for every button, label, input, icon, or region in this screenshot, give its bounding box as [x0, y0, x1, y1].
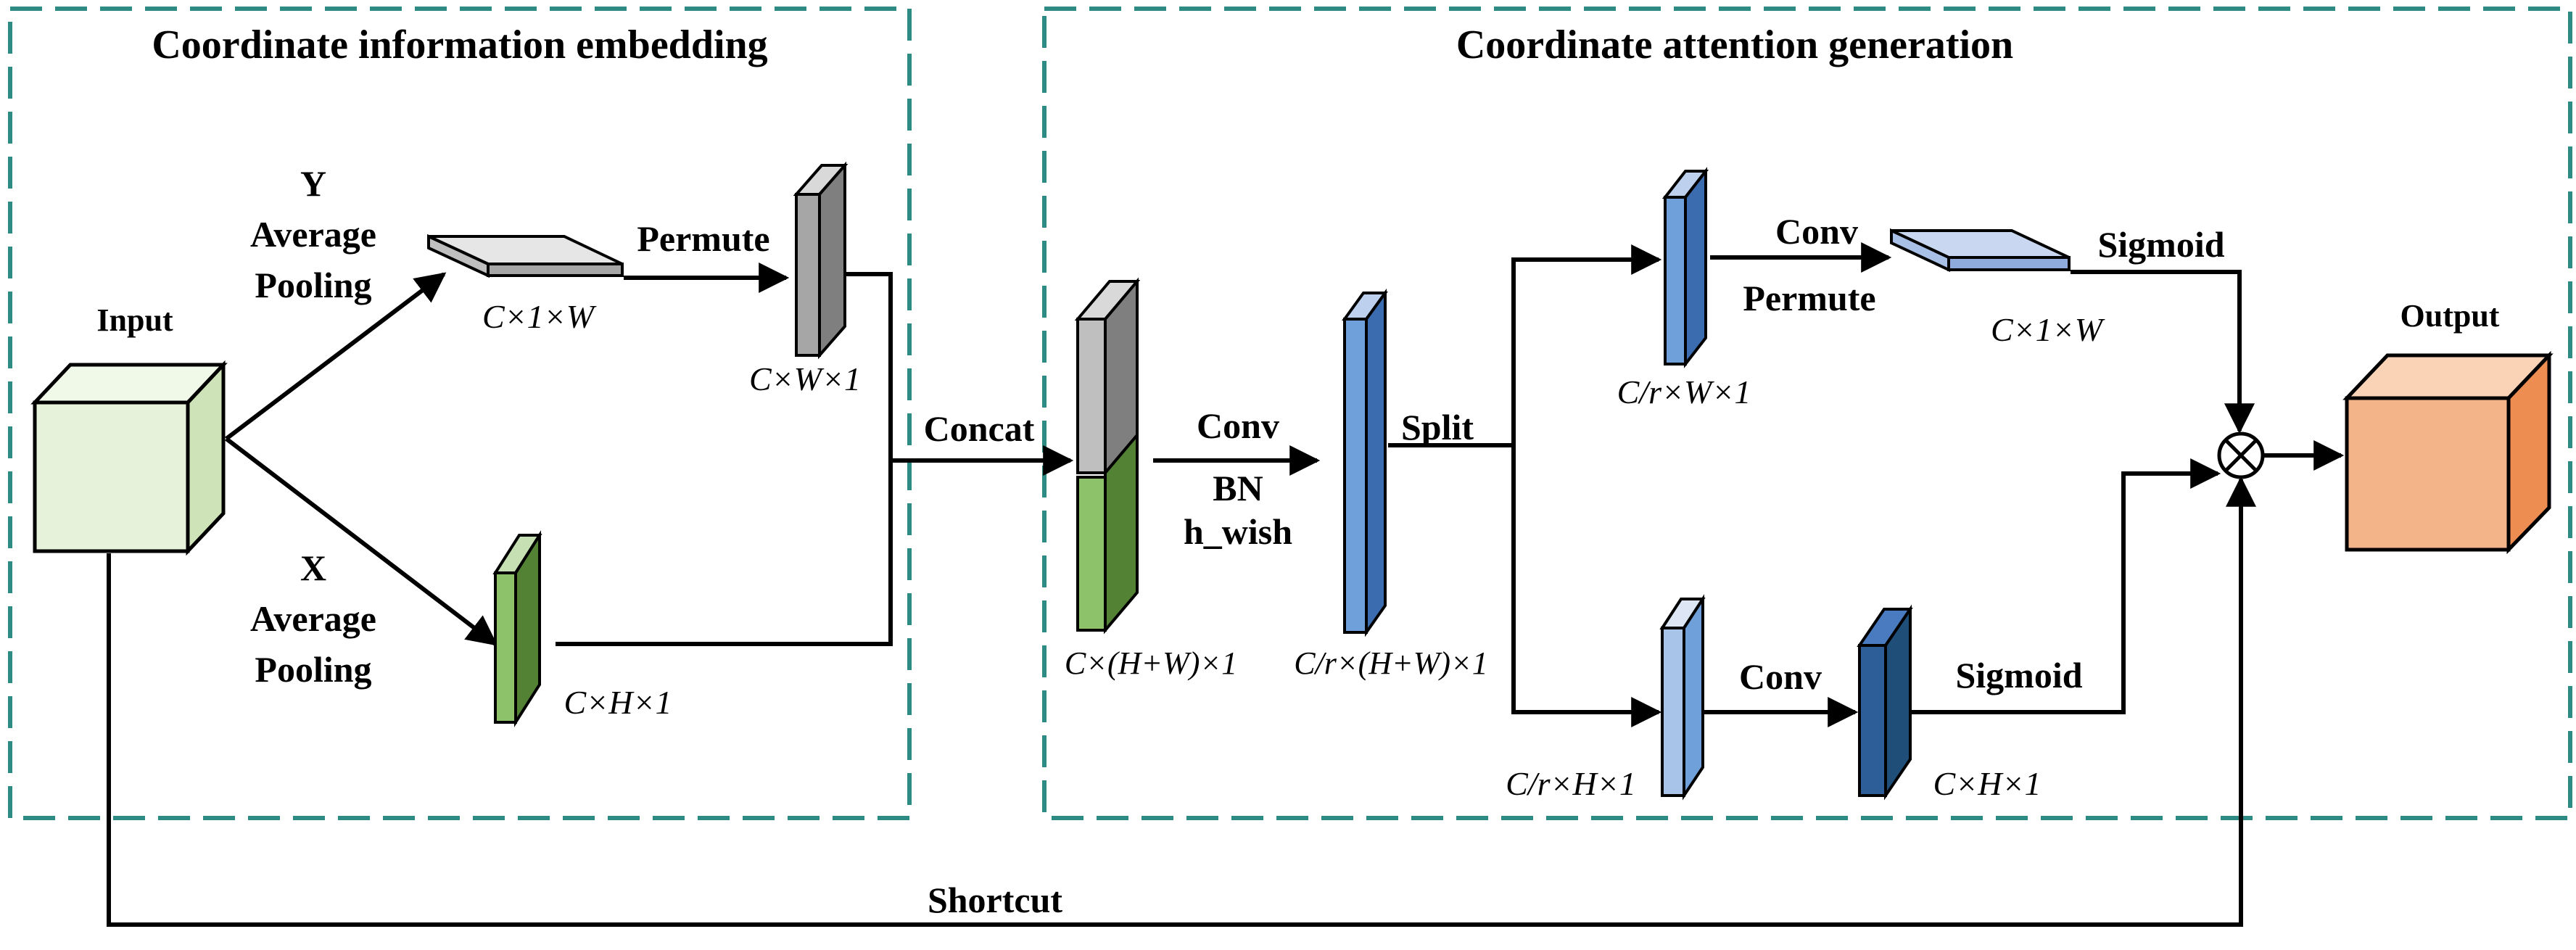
dim-cr-h-1: C/r×H×1: [1506, 765, 1636, 802]
output-cube: [2342, 350, 2554, 555]
x-pooling-label-2: Average: [250, 598, 376, 639]
bottom-attention-bar: [1857, 604, 1913, 801]
x-pooling-label-3: Pooling: [255, 649, 371, 690]
arrow-sigmoid-top: [2071, 270, 2255, 434]
arrow-to-x-pool: [225, 437, 498, 646]
line-top-to-concat: [845, 272, 893, 460]
dim-c-h-1-right: C×H×1: [1933, 765, 2042, 802]
y-pool-feature-slab: [427, 234, 624, 278]
y-pooling-label-3: Pooling: [255, 265, 371, 305]
dim-cr-w-1: C/r×W×1: [1617, 373, 1751, 410]
dim-cr-hw-1: C/r×(H+W)×1: [1294, 645, 1488, 681]
y-pooling-label-2: Average: [250, 214, 376, 255]
output-label: Output: [2400, 298, 2500, 334]
x-pool-green-bar: [492, 530, 542, 727]
sigmoid-bottom-label: Sigmoid: [1955, 655, 2082, 695]
sigmoid-top-label: Sigmoid: [2097, 224, 2224, 265]
conv-top-label: Conv: [1775, 211, 1858, 252]
arrow-to-y-pool: [225, 272, 447, 441]
attention-panel-title: Coordinate attention generation: [1456, 22, 2013, 67]
concat-stack: [1074, 277, 1141, 635]
arrow-shortcut: [107, 476, 2256, 927]
arrow-split-bottom: [1511, 445, 1662, 727]
dim-c-1-w: C×1×W: [482, 298, 597, 335]
connections: [107, 242, 2345, 927]
top-attention-slab: [1890, 228, 2071, 273]
line-bottom-to-concat: [556, 460, 893, 646]
split-label: Split: [1401, 407, 1474, 447]
split-bottom-bar: [1659, 594, 1706, 801]
input-cube: [30, 360, 228, 556]
dim-c-hw-1: C×(H+W)×1: [1065, 645, 1237, 681]
x-pooling-label-1: X: [300, 548, 326, 588]
permuted-gray-bar: [793, 161, 849, 360]
embedding-panel: [8, 7, 912, 820]
bn-label: BN: [1213, 468, 1263, 508]
conv-label: Conv: [1197, 405, 1279, 446]
multiply-icon: [2217, 431, 2265, 479]
input-label: Input: [96, 302, 173, 338]
arrow-split-top: [1511, 244, 1662, 445]
shortcut-label: Shortcut: [928, 880, 1062, 920]
conv-bottom-label: Conv: [1739, 656, 1822, 697]
y-pooling-label-1: Y: [300, 163, 326, 204]
embedding-panel-title: Coordinate information embedding: [152, 22, 767, 67]
concat-label: Concat: [924, 408, 1035, 449]
dim-c-w-1: C×W×1: [749, 360, 861, 397]
permute-right-label: Permute: [1743, 278, 1875, 318]
split-top-bar: [1661, 167, 1709, 368]
dim-c-1-w-right: C×1×W: [1991, 311, 2105, 348]
arrow-sigmoid-bottom: [1906, 458, 2221, 714]
h-wish-label: h_wish: [1184, 511, 1292, 552]
dim-c-h-1: C×H×1: [564, 684, 672, 721]
encoded-blue-bar: [1342, 288, 1388, 637]
permute-label: Permute: [637, 218, 769, 259]
